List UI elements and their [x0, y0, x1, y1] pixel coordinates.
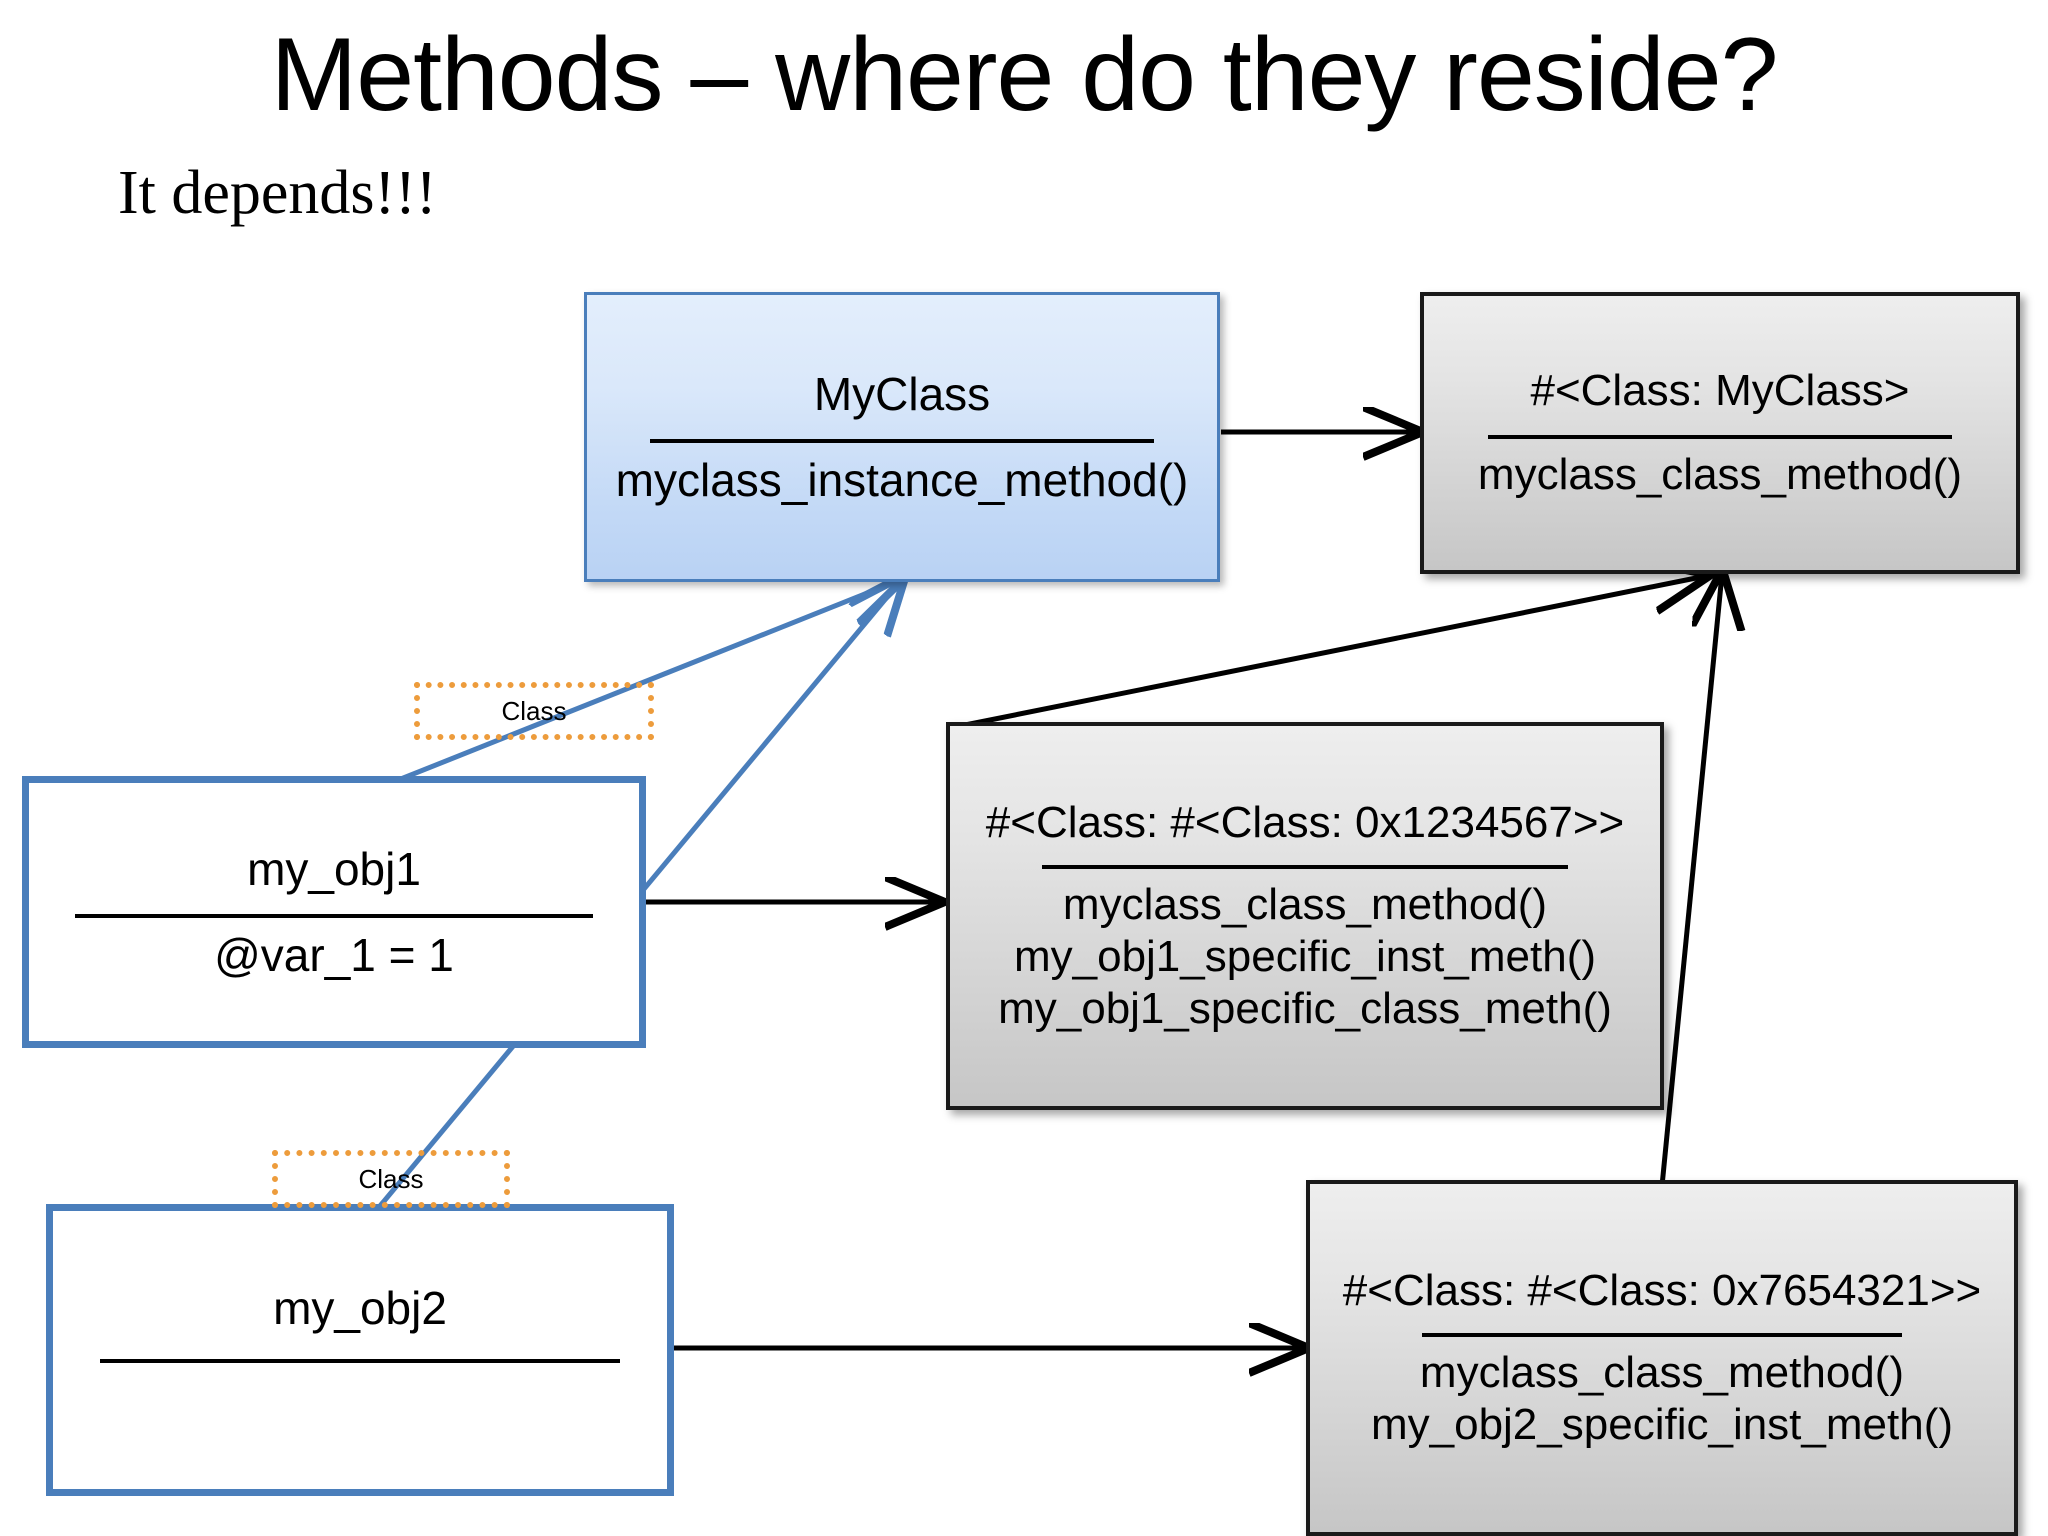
page-title: Methods – where do they reside?: [270, 17, 1779, 133]
class-box-myclass-name: MyClass: [813, 367, 991, 420]
singleton-box-my-obj2-member-1: my_obj2_specific_inst_meth(): [1370, 1399, 1954, 1449]
singleton-box-my-obj1-member-0: myclass_class_method(): [1062, 880, 1548, 930]
object-box-my-obj2-member-0: [77, 1373, 643, 1419]
arrow-obj2singleton-to-metaclass: [1659, 574, 1722, 1187]
object-box-my-obj2-separator: [99, 1359, 621, 1364]
object-box-my-obj1[interactable]: my_obj1 @var_1 = 1: [22, 776, 646, 1048]
class-box-myclass-metaclass-name: #<Class: MyClass>: [1530, 366, 1910, 416]
object-box-my-obj2[interactable]: my_obj2: [46, 1204, 674, 1496]
class-box-myclass-metaclass-member-0: myclass_class_method(): [1477, 450, 1963, 499]
class-tag-obj1-label: Class: [501, 695, 567, 726]
singleton-box-my-obj1-separator: [1042, 865, 1568, 870]
class-box-myclass-metaclass-separator: [1488, 435, 1952, 439]
class-box-myclass-separator: [650, 439, 1154, 443]
singleton-box-my-obj2-name: #<Class: #<Class: 0x7654321>>: [1342, 1266, 1982, 1316]
singleton-box-my-obj2-separator: [1421, 1333, 1903, 1338]
object-box-my-obj1-separator: [75, 914, 593, 918]
slide-subtitle: It depends!!!: [118, 159, 437, 227]
object-box-my-obj1-name: my_obj1: [247, 842, 421, 895]
singleton-box-my-obj1[interactable]: #<Class: #<Class: 0x1234567>> myclass_cl…: [946, 722, 1664, 1110]
singleton-box-my-obj1-member-1: my_obj1_specific_inst_meth(): [1013, 932, 1597, 981]
arrow-obj1singleton-to-metaclass: [949, 576, 1706, 731]
class-tag-obj2-label: Class: [358, 1163, 424, 1194]
class-box-myclass-metaclass[interactable]: #<Class: MyClass> myclass_class_method(): [1420, 292, 2020, 574]
class-box-myclass[interactable]: MyClass myclass_instance_method(): [584, 292, 1220, 582]
object-box-my-obj1-member-0: @var_1 = 1: [214, 929, 454, 981]
class-tag-obj1: Class: [414, 682, 654, 740]
singleton-box-my-obj2[interactable]: #<Class: #<Class: 0x7654321>> myclass_cl…: [1306, 1180, 2018, 1536]
class-box-myclass-member-0: myclass_instance_method(): [615, 454, 1189, 506]
singleton-box-my-obj2-member-0: myclass_class_method(): [1419, 1348, 1905, 1398]
class-tag-obj2: Class: [272, 1150, 510, 1208]
singleton-box-my-obj1-member-2: my_obj1_specific_class_meth(): [998, 983, 1612, 1033]
singleton-box-my-obj1-name: #<Class: #<Class: 0x1234567>>: [985, 798, 1625, 848]
object-box-my-obj2-name: my_obj2: [273, 1281, 447, 1334]
